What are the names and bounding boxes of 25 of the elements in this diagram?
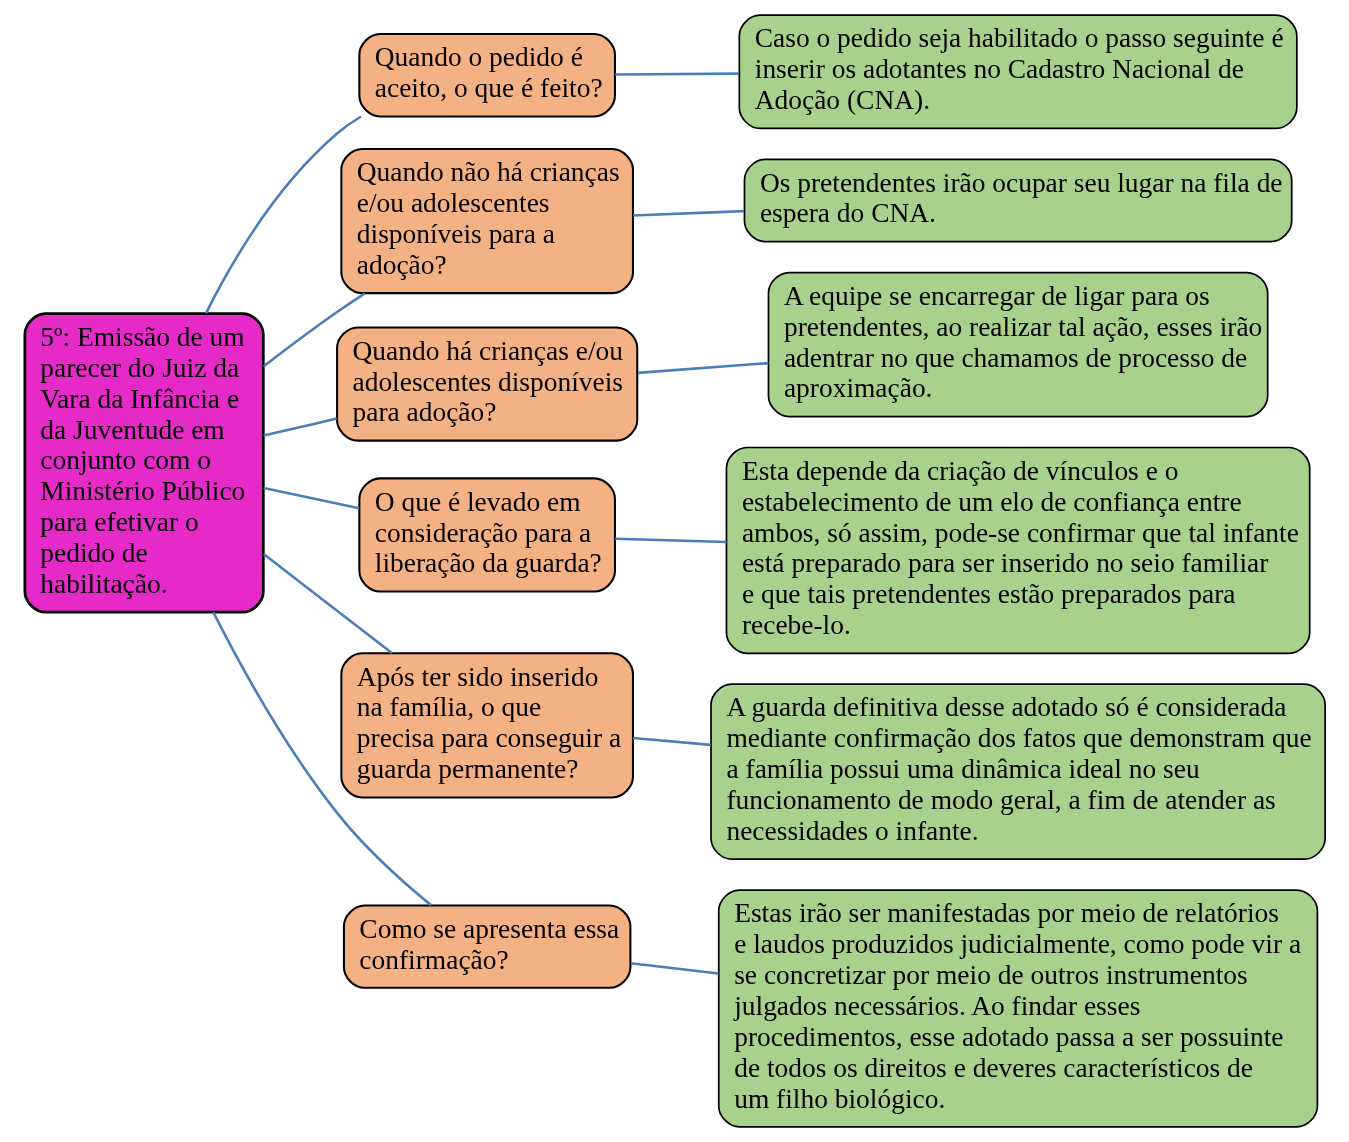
connector: [211, 611, 432, 907]
connector: [632, 209, 744, 217]
node-box: Como se apresenta essa confirmação?: [342, 904, 631, 989]
connector: [262, 486, 359, 510]
connector: [262, 417, 337, 437]
connector: [630, 962, 719, 975]
connector: [637, 361, 768, 375]
connector: [262, 552, 393, 655]
node-box: A equipe se encarregar de ligar para os pretendentes, ao realizar tal ação, esses irão adentrar no que chamamos de processo de aproximação.: [767, 271, 1269, 418]
node-box: Quando há crianças e/ou adolescentes disponíveis para adoção?: [335, 326, 638, 442]
node-box: Os pretendentes irão ocupar seu lugar na fila de espera do CNA.: [743, 158, 1293, 243]
connector: [632, 736, 711, 747]
node-box: Quando não há crianças e/ou adolescentes disponíveis para a adoção?: [339, 148, 634, 295]
connector: [204, 115, 362, 314]
node-box: Caso o pedido seja habilitado o passo seguinte é inserir os adotantes no Cadastro Nacional de Adoção (CNA).: [737, 14, 1298, 130]
node-box: Esta depende da criação de vínculos e o estabelecimento de um elo de confiança entre ambos, só assim, pode-se confirmar que tal infante está preparado para ser inserido no seio familiar e que tais pretendentes estão preparados para recebe-lo.: [725, 446, 1311, 655]
connector: [614, 72, 739, 76]
node-box: Estas irão ser manifestadas por meio de relatórios e laudos produzidos judicialmente, como pode vir a se concretizar por meio de outros instrumentos julgados necessários. Ao findar esses procedimentos, esse adotado passa a ser possuinte de todos os direitos e deveres característicos de um filho biológico.: [717, 889, 1318, 1128]
node-box: A guarda definitiva desse adotado só é considerada mediante confirmação dos fatos que demonstram que a família possui uma dinâmica ideal no seu funcionamento de modo geral, a fim de atender as necessidades o infante.: [709, 683, 1326, 861]
connector: [262, 292, 365, 368]
node-box: Quando o pedido é aceito, o que é feito?: [357, 33, 616, 118]
node-box: O que é levado em consideração para a liberação da guarda?: [357, 477, 616, 593]
node-box: 5º: Emissão de um parecer do Juiz da Vara da Infância e da Juventude em conjunto com o Ministério Público para efetivar o pedido de habilitação.: [23, 312, 265, 614]
connector: [614, 537, 726, 544]
node-box: Após ter sido inserido na família, o que precisa para conseguir a guarda permanente?: [339, 652, 634, 799]
